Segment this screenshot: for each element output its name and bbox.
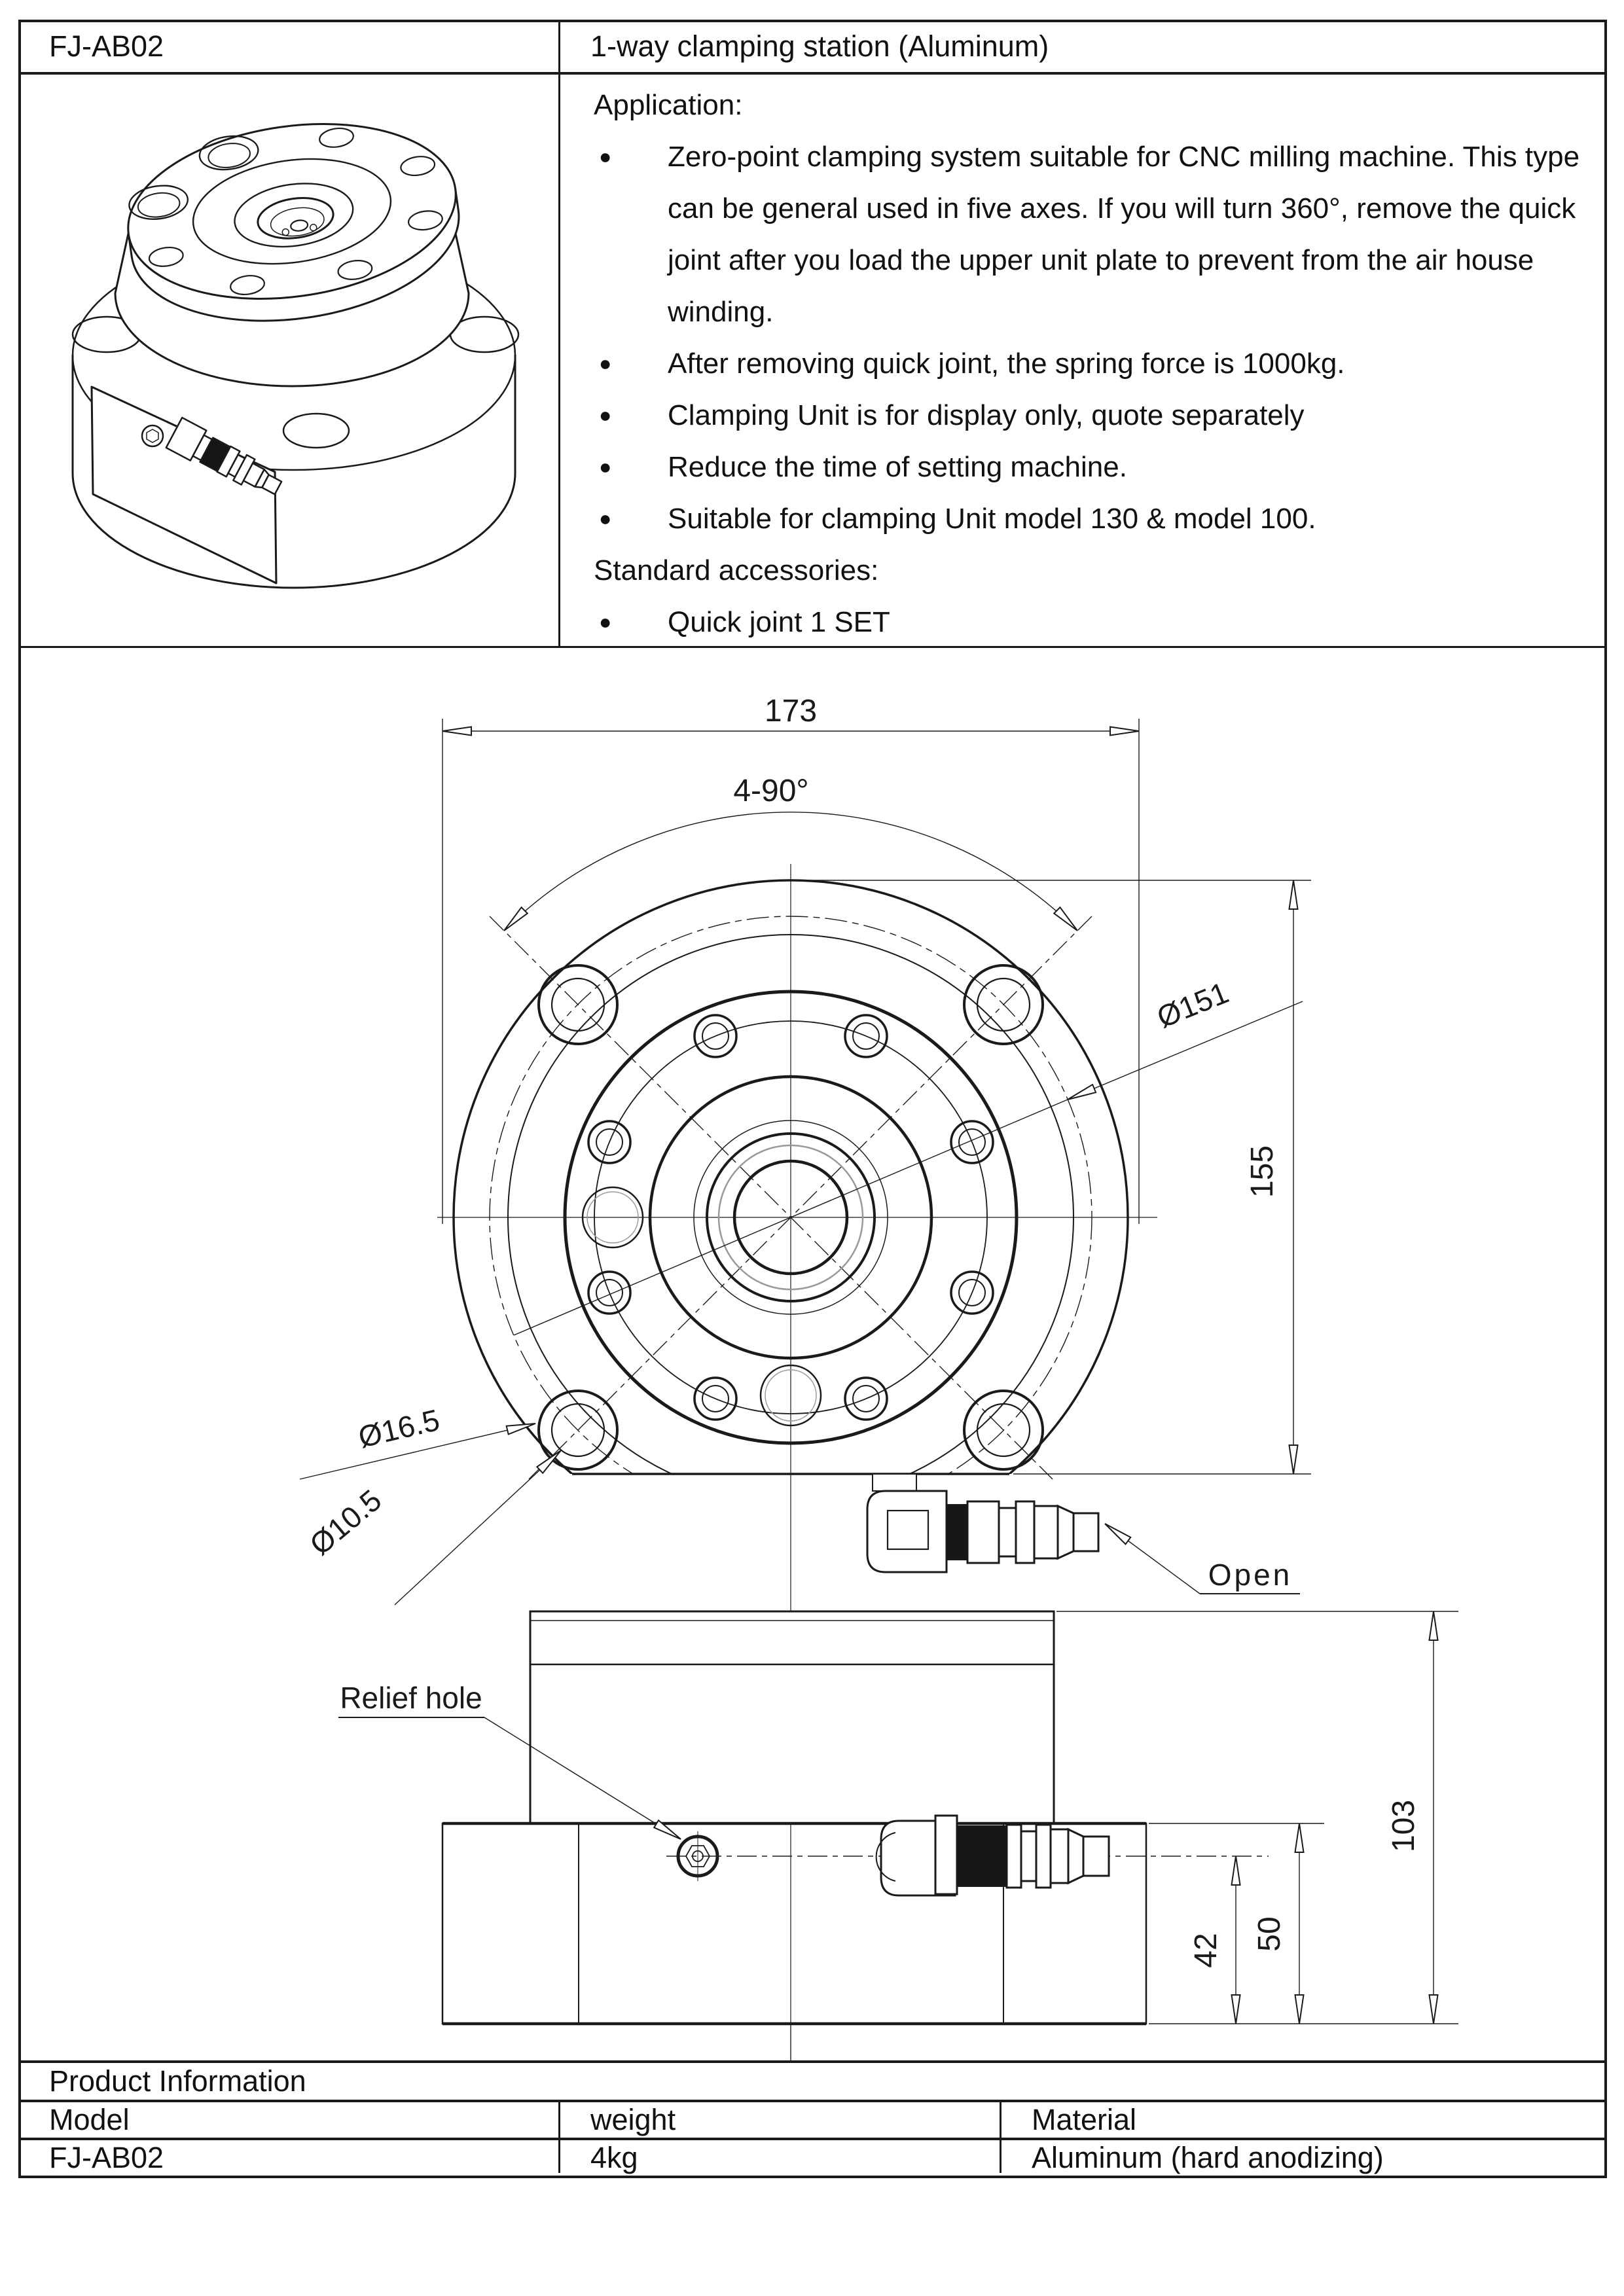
bullet-text: Clamping Unit is for display only, quote… — [668, 399, 1305, 431]
top-view-dimensions — [299, 719, 1311, 1605]
side-view-dimensions — [338, 1611, 1458, 2024]
center-bore — [648, 1075, 933, 1360]
center-pin — [290, 219, 309, 232]
grid-line — [558, 20, 560, 648]
grid-line — [18, 2060, 1606, 2063]
relief-hole — [676, 1831, 719, 1881]
value-weight: 4kg — [590, 2141, 638, 2174]
value-model: FJ-AB02 — [49, 2141, 164, 2174]
spec-table-frame — [18, 20, 1607, 2178]
value-material: Aluminum (hard anodizing) — [1032, 2141, 1384, 2174]
bolt-hole — [230, 275, 265, 295]
product-info-title: Product Information — [49, 2064, 306, 2098]
application-bullet: ● Clamping Unit is for display only, quo… — [592, 389, 1586, 441]
bullet-text: After removing quick joint, the spring f… — [668, 348, 1345, 380]
dim-base-height: 50 — [1252, 1916, 1287, 1951]
grid-line — [18, 646, 1606, 648]
application-bullet: ● Suitable for clamping Unit model 130 &… — [592, 493, 1586, 545]
bullet-text: Zero-point clamping system suitable for … — [668, 141, 1580, 328]
page-title: 1-way clamping station (Aluminum) — [590, 29, 1049, 63]
accessory-bullet: ● Quick joint 1 SET — [592, 596, 1586, 648]
bullet-text: Quick joint 1 SET — [668, 606, 890, 638]
dim-port-height: 42 — [1189, 1933, 1223, 1967]
bolt-hole — [400, 156, 436, 177]
col-header-weight: weight — [590, 2103, 676, 2136]
bullet-icon: ● — [599, 455, 612, 478]
accessories-label: Standard accessories: — [594, 554, 879, 586]
grid-line — [18, 2138, 1606, 2140]
bullet-text: Suitable for clamping Unit model 130 & m… — [668, 503, 1316, 535]
bullet-icon: ● — [599, 145, 612, 168]
application-bullet: ● Zero-point clamping system suitable fo… — [592, 131, 1586, 338]
bullet-icon: ● — [599, 403, 612, 427]
bullet-text: Reduce the time of setting machine. — [668, 451, 1127, 483]
model-code: FJ-AB02 — [49, 29, 164, 63]
dim-hole: Ø10.5 — [303, 1483, 388, 1562]
bolt-hole — [337, 260, 373, 280]
application-bullet: ● After removing quick joint, the spring… — [592, 338, 1586, 389]
bolt-hole — [407, 210, 443, 231]
top-view — [437, 864, 1157, 2062]
dim-total-height: 103 — [1386, 1800, 1421, 1852]
bolt-hole — [148, 246, 184, 267]
corner-hole — [282, 412, 350, 449]
application-section: Application: ● Zero-point clamping syste… — [560, 74, 1606, 648]
dim-width: 173 — [765, 694, 817, 728]
bolt-hole — [319, 128, 354, 148]
open-label: Open — [1208, 1558, 1293, 1592]
grid-line — [1000, 2100, 1001, 2173]
counterbore-hole — [198, 135, 259, 171]
dim-counterbore: Ø16.5 — [355, 1403, 443, 1454]
bolt-holes — [587, 1014, 994, 1421]
side-view — [441, 1610, 1269, 2062]
col-header-material: Material — [1032, 2103, 1137, 2136]
dim-angle: 4-90° — [733, 774, 808, 808]
isometric-view — [71, 123, 520, 589]
quick-joint — [165, 416, 283, 495]
counterbore-hole — [137, 192, 181, 218]
relief-label: Relief hole — [340, 1681, 482, 1715]
port-hole — [759, 1364, 822, 1427]
grid-line — [18, 2100, 1606, 2102]
counterbore-hole — [128, 185, 189, 220]
quick-joint-side — [875, 1814, 1110, 1897]
bullet-icon: ● — [599, 610, 612, 634]
port-hole — [581, 1186, 644, 1249]
dim-height: 155 — [1245, 1145, 1280, 1198]
quick-joint-plan — [866, 1473, 1100, 1573]
application-label: Application: — [594, 89, 743, 121]
corner-holes — [537, 964, 1044, 1471]
col-header-model: Model — [49, 2103, 130, 2136]
relief-screw — [141, 424, 164, 448]
application-bullet: ● Reduce the time of setting machine. — [592, 441, 1586, 493]
grid-line — [558, 2100, 560, 2173]
grid-line — [18, 72, 1606, 75]
bullet-icon: ● — [599, 351, 612, 375]
technical-drawing: 173 4-90° Ø151 155 Ø16.5 Ø10.5 Open — [299, 694, 1458, 2062]
dim-bolt-circle: Ø151 — [1152, 975, 1233, 1034]
counterbore-hole — [208, 143, 251, 168]
bullet-icon: ● — [599, 507, 612, 530]
